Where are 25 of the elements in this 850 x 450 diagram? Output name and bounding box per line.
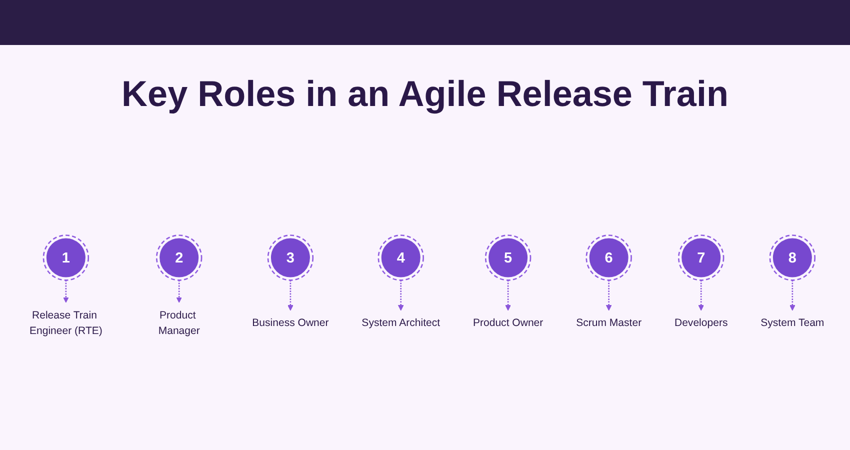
arrow xyxy=(505,280,511,311)
arrow xyxy=(63,280,69,303)
node-text: Release Train Engineer (RTE) xyxy=(29,310,102,337)
node-circle: 5 xyxy=(484,234,532,281)
node-circle: 7 xyxy=(678,234,724,281)
arrow xyxy=(398,280,404,311)
arrow xyxy=(288,280,294,311)
node-circle: 6 xyxy=(586,234,632,281)
node-text: Product Owner xyxy=(472,318,544,329)
arrow xyxy=(176,280,182,303)
node-text: Scrum Master xyxy=(576,318,642,329)
node-circle: 1 xyxy=(42,234,90,281)
title: Key Roles in an Agile Release Train xyxy=(122,72,728,116)
node-text: Developers xyxy=(674,318,728,329)
node-circle: 8 xyxy=(769,234,816,281)
node-text: System Architect xyxy=(362,318,440,329)
arrow xyxy=(790,280,796,311)
node-circle: 2 xyxy=(156,234,202,281)
node-circle: 4 xyxy=(378,234,424,281)
node-text: Product Manager xyxy=(158,310,200,337)
node-text: System Team xyxy=(760,318,824,329)
node-circle: 3 xyxy=(267,234,314,281)
node-text: Business Owner xyxy=(252,318,329,329)
arrow xyxy=(698,280,704,311)
arrow xyxy=(606,280,612,311)
